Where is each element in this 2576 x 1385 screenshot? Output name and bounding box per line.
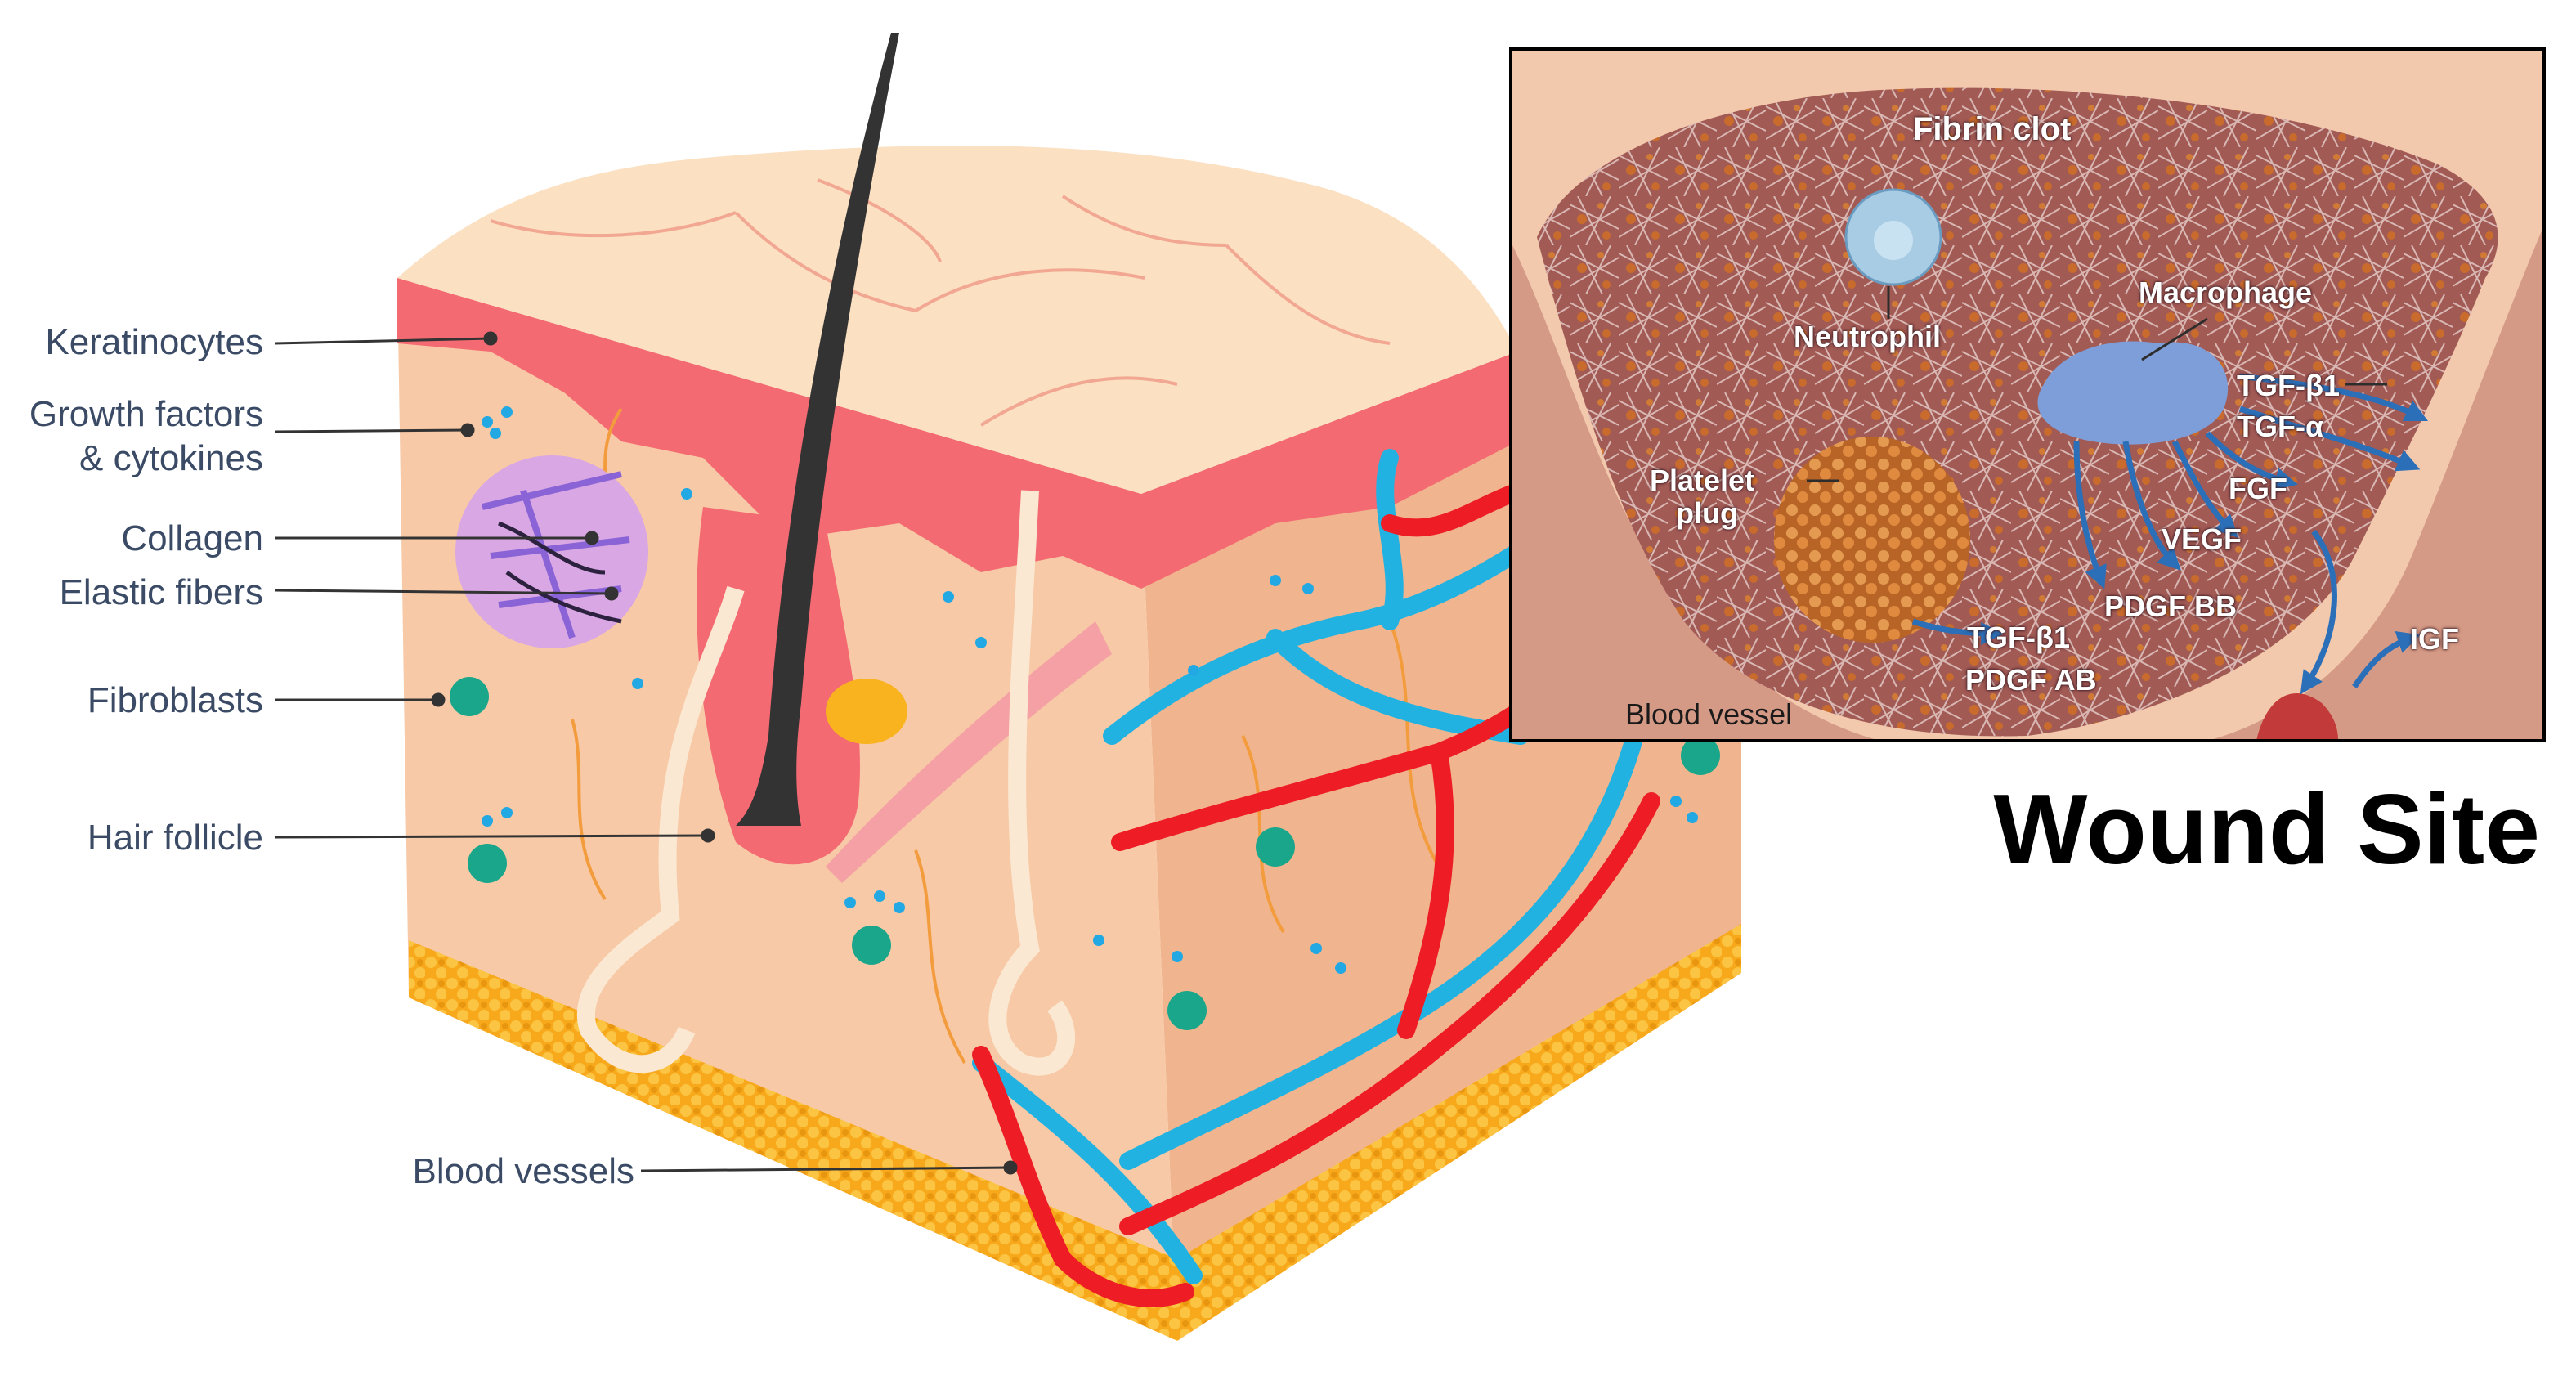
vein-network [972,449,1644,1284]
sebaceous-gland [826,679,907,744]
sweat-gland-right [988,490,1076,1076]
label-keratinocytes: Keratinocytes [45,322,263,362]
platelet-plug [1774,437,1970,643]
label-fibroblasts: Fibroblasts [87,680,263,720]
inset-label-neutrophil: Neutrophil [1794,320,1941,353]
label-blood-vessels: Blood vessels [412,1151,634,1191]
wound-inset [1509,47,2546,742]
skin-top-surface [397,146,1517,494]
neutrophil-nucleus [1874,221,1913,260]
inset-label-tgf-a: TGF-α [2237,410,2324,443]
wound-tissue-sides [1512,229,2542,741]
epidermis-right [1141,352,1517,589]
skin-cube [397,33,1741,1341]
inset-label-tgf-b1-lower: TGF-β1 [1967,621,2070,654]
blood-vessel-inset [2256,692,2338,741]
hair-shaft [736,33,899,826]
fat-layer-right [1177,924,1741,1341]
label-collagen: Collagen [121,518,263,558]
arrector-muscle [826,621,1112,883]
skin-label-leaders [274,331,1018,1175]
inset-label-pdgf-bb: PDGF BB [2104,589,2237,623]
sweat-gland-left [577,585,745,1073]
inset-label-blood-vessel: Blood vessel [1625,697,1793,731]
label-growth-factors-line2: & cytokines [79,438,263,478]
inset-label-platelet-line2: plug [1676,496,1738,530]
fibroblast-cells [450,677,1720,1030]
macrophage-cell [2037,341,2229,445]
inset-label-platelet-line1: Platelet [1650,464,1755,497]
elastic-fibers-strands [498,521,622,624]
wound-inset-frame [1509,47,2546,742]
fibrin-clot [1537,87,2498,737]
inset-label-vegf: VEGF [2162,522,2242,556]
label-hair-follicle: Hair follicle [87,818,263,858]
inset-leaders [1807,286,2387,482]
label-elastic-fibers: Elastic fibers [59,572,263,612]
inset-label-fibrin-clot: Fibrin clot [1913,111,2072,147]
collagen-fibers [482,471,630,639]
inset-label-igf: IGF [2410,622,2459,656]
inset-label-fgf: FGF [2229,472,2287,505]
wound-site-title: Wound Site [1993,773,2540,885]
growth-factor-dots [482,406,1698,974]
epidermis-front [397,278,1141,589]
label-growth-factors-line1: Growth factors [29,394,263,434]
skin-surface-lines [490,178,1391,427]
signalling-arrows [1911,373,2429,695]
artery-network [972,482,1660,1307]
inset-label-macrophage: Macrophage [2139,276,2313,309]
inset-label-pdgf-ab: PDGF AB [1965,663,2097,697]
inset-label-tgf-b1-upper: TGF-β1 [2237,369,2340,402]
